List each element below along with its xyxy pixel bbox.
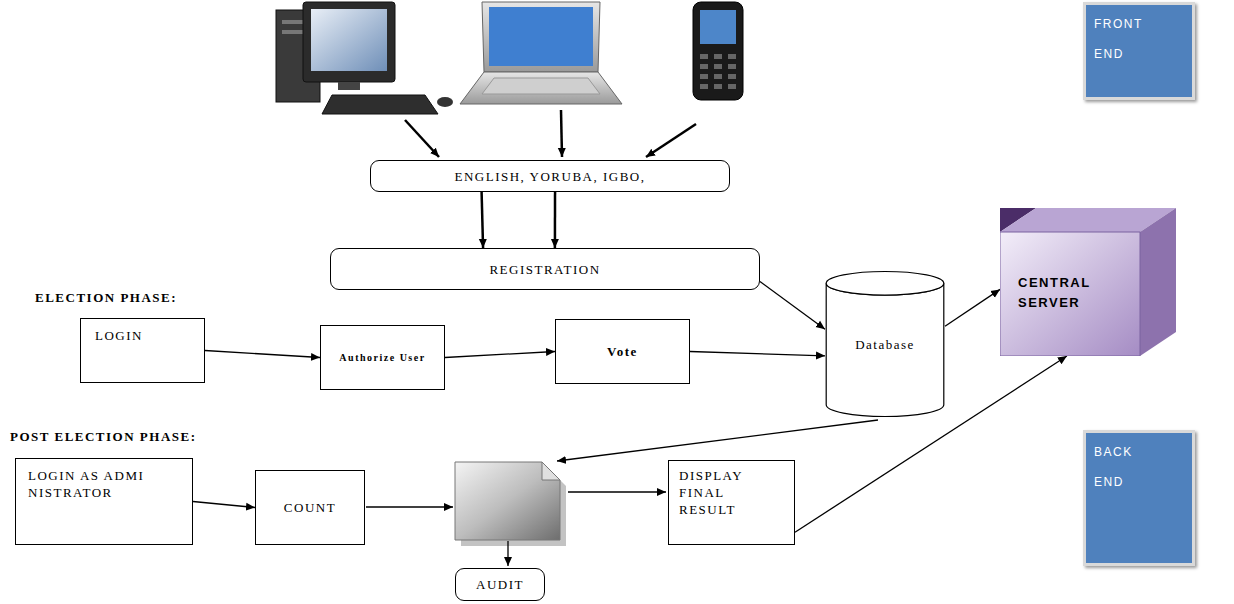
node-text: Authorize User [339,345,425,371]
flow-arrow [445,352,555,358]
node-text: REGISTRATION [489,261,600,278]
process-box: Vote [555,319,690,384]
node-text: LOGIN AS ADMINISTRATOR [28,467,152,501]
node-text: Vote [607,343,638,360]
audit-box: AUDIT [455,568,545,601]
phone-icon [693,2,743,100]
node-text: AUDIT [476,576,524,593]
database-cylinder: Database [825,270,945,418]
flow-arrow [554,192,557,248]
registration-box: REGISTRATION [330,248,760,290]
document-arrows [366,420,878,566]
process-box: COUNT [255,470,365,545]
process-box: LOGIN AS ADMINISTRATOR [15,458,193,545]
flow-arrow [193,502,255,508]
region-label: FRONT END [1094,9,1154,69]
back-end-box: BACK END [1083,430,1195,566]
laptop-icon [460,2,622,104]
node-text: DISPLAY FINAL RESULT [679,467,784,518]
node-text: CENTRAL SERVER [1018,273,1140,313]
flow-arrow [945,289,1000,326]
process-box: Authorize User [320,325,445,390]
node-text: Database [855,336,915,353]
node-text: LOGIN [95,327,143,344]
region-label: BACK END [1094,437,1154,497]
process-box: LOGIN [80,318,205,383]
device-arrows [405,110,696,157]
result-document [455,462,566,546]
desktop-icon [276,2,453,114]
flow-arrow [690,352,825,356]
flow-arrow [482,192,483,248]
process-box: DISPLAY FINAL RESULT [668,460,795,545]
phase-label: ELECTION PHASE: [35,290,177,306]
central-server-cube: CENTRAL SERVER [1000,208,1176,356]
front-end-box: FRONT END [1083,2,1195,100]
node-text: COUNT [284,499,336,516]
flow-arrow [205,351,320,358]
language-box: ENGLISH, YORUBA, IGBO, [370,160,730,192]
node-text: ENGLISH, YORUBA, IGBO, [454,168,645,185]
phase-label: POST ELECTION PHASE: [10,429,197,445]
flow-arrow [760,282,825,330]
